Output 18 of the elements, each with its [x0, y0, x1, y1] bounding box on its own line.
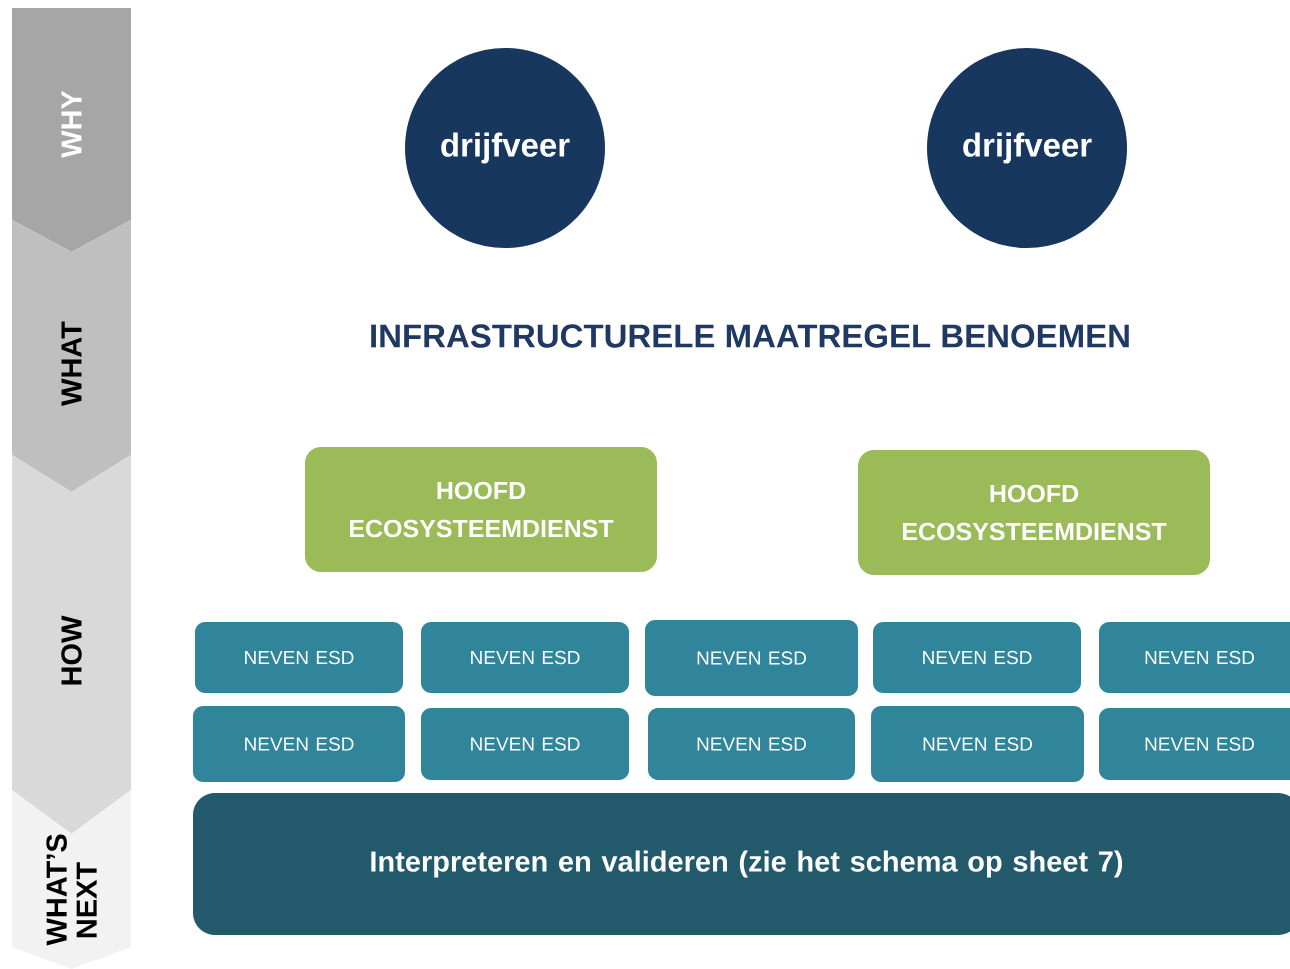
secondary-service-box: NEVEN ESD	[645, 620, 858, 696]
secondary-service-box: NEVEN ESD	[873, 622, 1081, 693]
process-bar: Interpreteren en valideren (zie het schema op sheet 7)	[193, 793, 1290, 935]
chevron-band: WHAT’S NEXT	[12, 790, 131, 969]
secondary-service-box: NEVEN ESD	[421, 622, 629, 693]
chevron-band: WHY	[12, 8, 131, 252]
heading: INFRASTRUCTURELE MAATREGEL BENOEMEN	[371, 324, 1129, 348]
chevron-band: HOW	[12, 455, 131, 834]
main-service-box: HOOFD ECOSYSTEEMDIENST	[305, 447, 657, 572]
secondary-service-box: NEVEN ESD	[1099, 708, 1290, 780]
chevron-band: WHAT	[12, 220, 131, 492]
secondary-service-box: NEVEN ESD	[1099, 622, 1290, 693]
secondary-service-box: NEVEN ESD	[195, 622, 403, 693]
main-service-box: HOOFD ECOSYSTEEMDIENST	[858, 450, 1210, 575]
secondary-service-box: NEVEN ESD	[421, 708, 629, 780]
secondary-service-box: NEVEN ESD	[193, 706, 405, 782]
secondary-service-box: NEVEN ESD	[648, 708, 855, 780]
secondary-service-box: NEVEN ESD	[871, 706, 1084, 782]
